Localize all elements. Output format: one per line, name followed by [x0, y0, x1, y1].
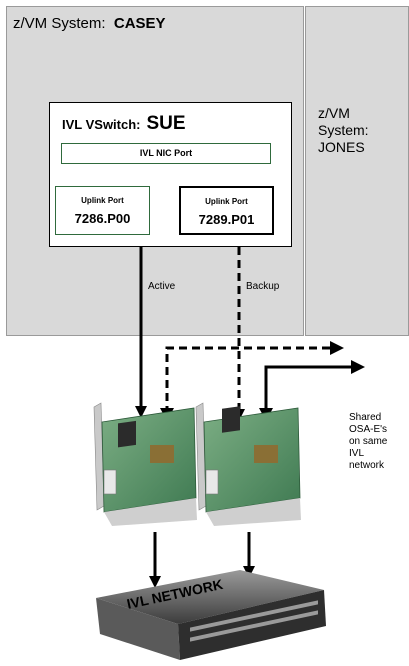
ivl-network-switch: IVL NETWORK — [96, 570, 326, 660]
osa-card-2 — [196, 403, 301, 526]
osa-card-1 — [94, 403, 197, 526]
jones-backup-link — [167, 348, 330, 415]
jones-active-link — [266, 367, 351, 415]
